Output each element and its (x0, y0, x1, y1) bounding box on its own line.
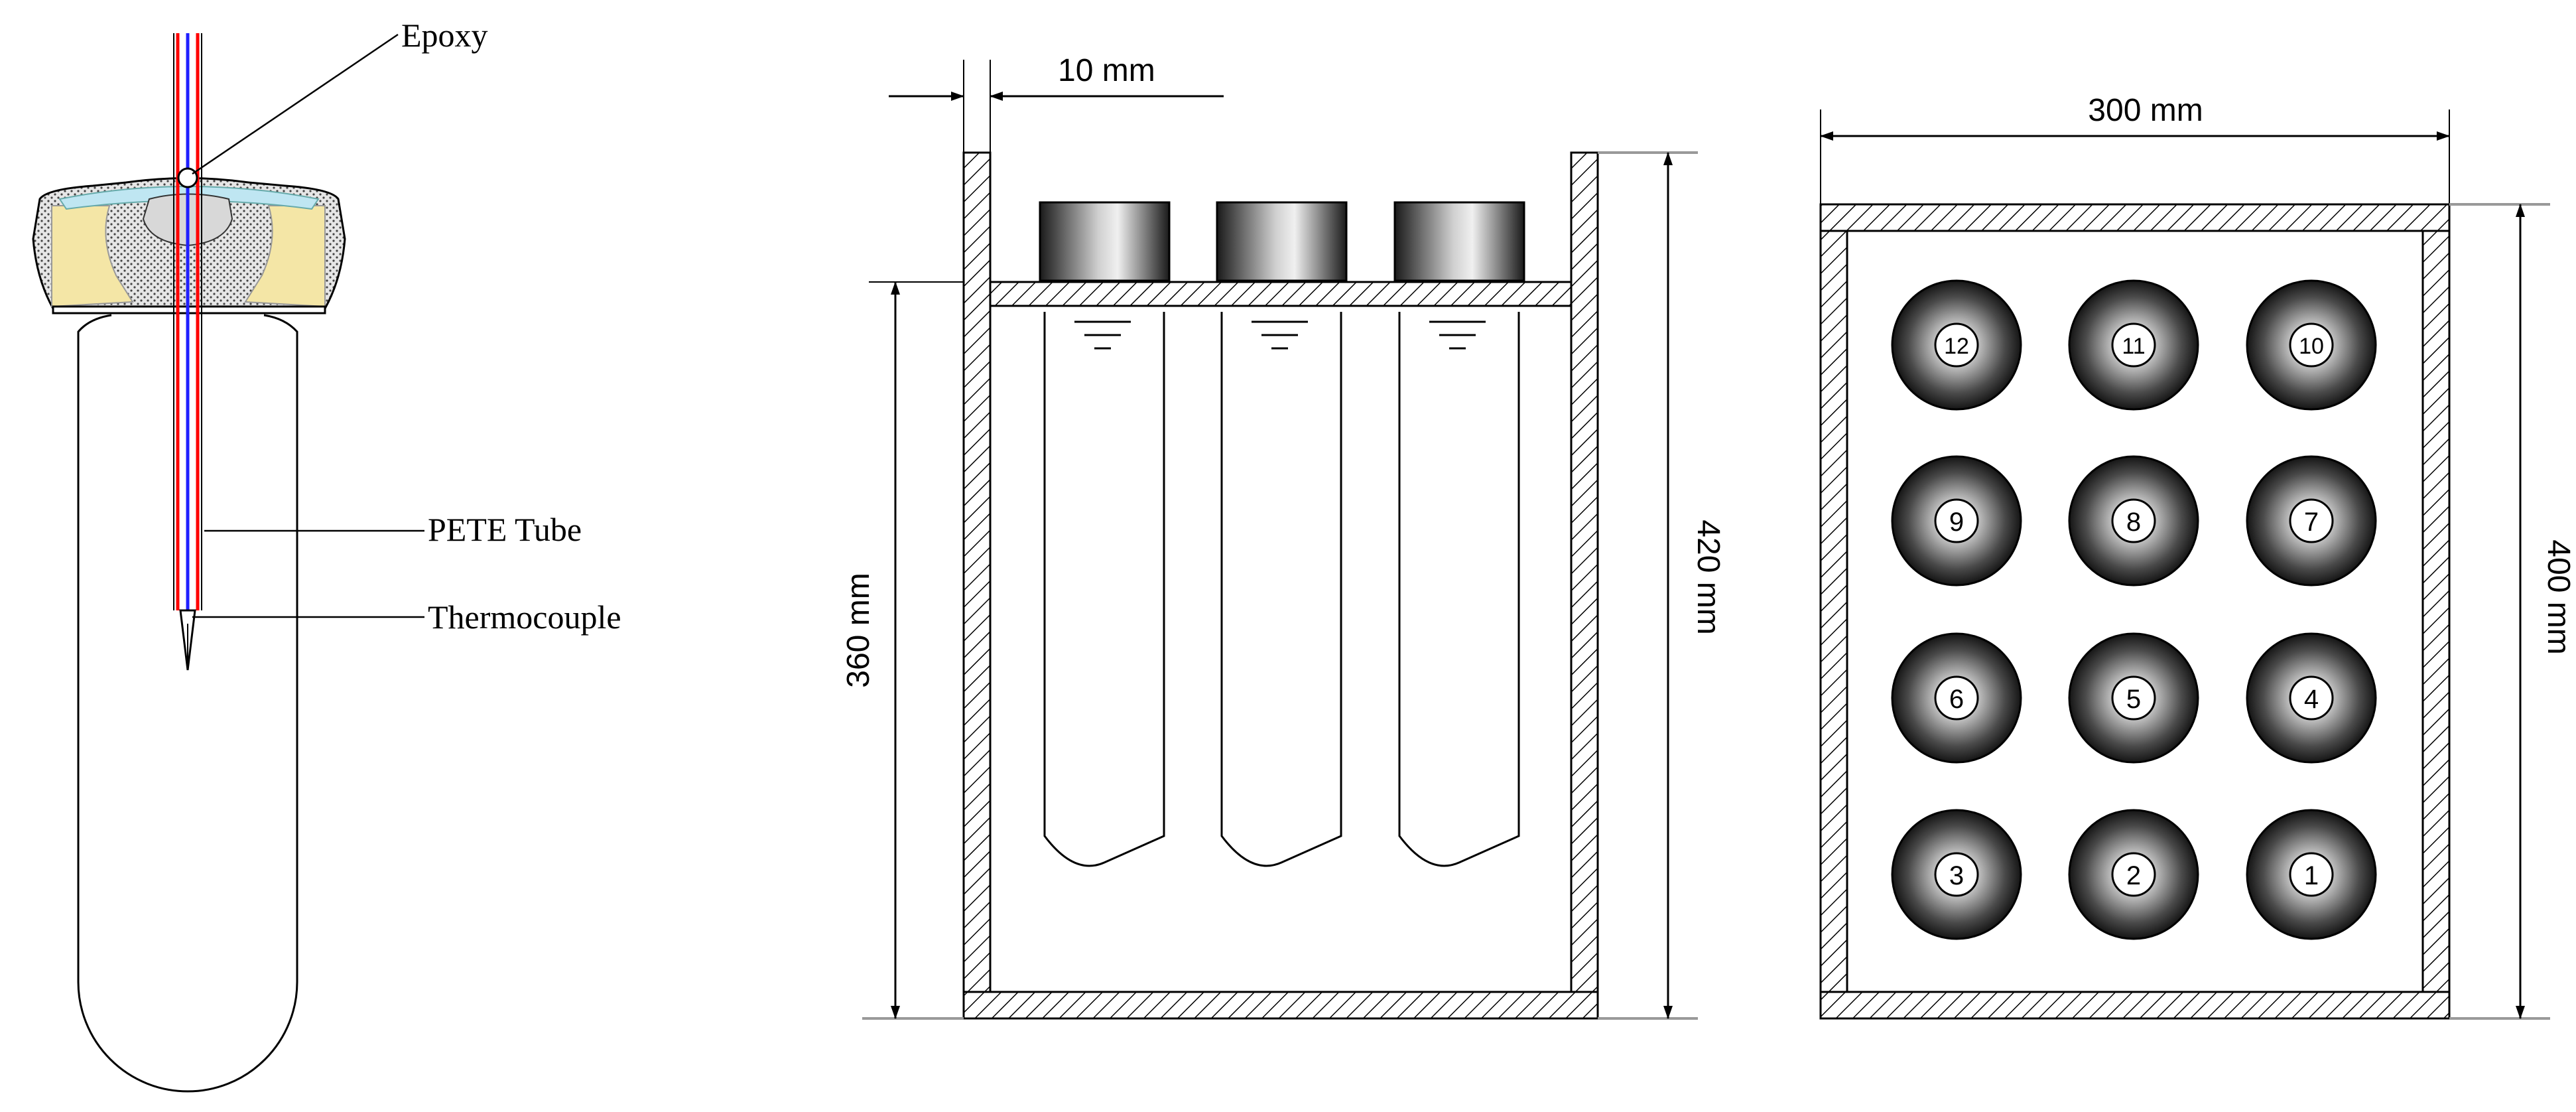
water-level-3 (1429, 320, 1486, 350)
insulation-left (51, 205, 134, 308)
side-tube-1 (1043, 312, 1165, 867)
bottle-12: 12 (1891, 279, 2022, 411)
water-level-1 (1074, 320, 1131, 350)
dim-width-label: 300 mm (2088, 93, 2203, 128)
bottle-5: 5 (2068, 632, 2199, 764)
top-view: 300 mm 400 mm 12 11 10 9 8 (1819, 93, 2576, 1020)
side-cap-2 (1216, 201, 1348, 282)
svg-text:8: 8 (2126, 508, 2141, 537)
svg-text:4: 4 (2304, 685, 2319, 714)
side-tube-3 (1398, 312, 1520, 867)
bottle-10: 10 (2246, 279, 2377, 411)
side-cap-3 (1393, 201, 1525, 282)
bottom-wall-top (1819, 991, 2451, 1020)
side-tube-2 (1220, 312, 1342, 867)
right-wall-top (2421, 230, 2451, 993)
dim-wall-label: 10 mm (1058, 53, 1155, 88)
bottle-7: 7 (2246, 455, 2377, 587)
svg-text:12: 12 (1944, 334, 1969, 359)
dim-height-label: 400 mm (2541, 539, 2576, 654)
svg-text:1: 1 (2304, 861, 2319, 890)
bottle-8: 8 (2068, 455, 2199, 587)
pete-tube-label: PETE Tube (428, 511, 582, 548)
bottle-3: 3 (1891, 809, 2022, 940)
side-cap-1 (1039, 201, 1171, 282)
bottle-11: 11 (2068, 279, 2199, 411)
dim-outer-height-label: 420 mm (1691, 520, 1726, 634)
bottle-9: 9 (1891, 455, 2022, 587)
svg-text:10: 10 (2299, 334, 2324, 359)
water-level-2 (1252, 320, 1308, 350)
dim-inner-height-label: 360 mm (841, 573, 876, 687)
svg-text:6: 6 (1949, 685, 1964, 714)
tube-detail: Epoxy PETE Tube Thermocouple (32, 17, 621, 1093)
left-wall (962, 151, 992, 1020)
svg-text:2: 2 (2126, 861, 2141, 890)
svg-text:3: 3 (1949, 861, 1964, 890)
shelf (989, 281, 1573, 307)
svg-text:5: 5 (2126, 685, 2141, 714)
bottle-4: 4 (2246, 632, 2377, 764)
bottle-6: 6 (1891, 632, 2022, 764)
right-wall (1570, 151, 1599, 1020)
bottom-wall (962, 991, 1599, 1020)
insulation-right (244, 205, 326, 308)
bottle-2: 2 (2068, 809, 2199, 940)
top-wall (1819, 203, 2451, 232)
left-wall-top (1819, 230, 1848, 993)
svg-text:11: 11 (2122, 334, 2145, 359)
svg-text:7: 7 (2304, 508, 2319, 537)
pete-tube-body (77, 314, 298, 1093)
bottle-1: 1 (2246, 809, 2377, 940)
thermocouple-label: Thermocouple (428, 598, 621, 636)
epoxy-label: Epoxy (401, 17, 488, 54)
epoxy-leader (192, 33, 399, 175)
side-view: 10 mm 360 mm 420 mm (841, 53, 1726, 1020)
epoxy-bead (177, 167, 198, 188)
svg-text:9: 9 (1949, 508, 1964, 537)
